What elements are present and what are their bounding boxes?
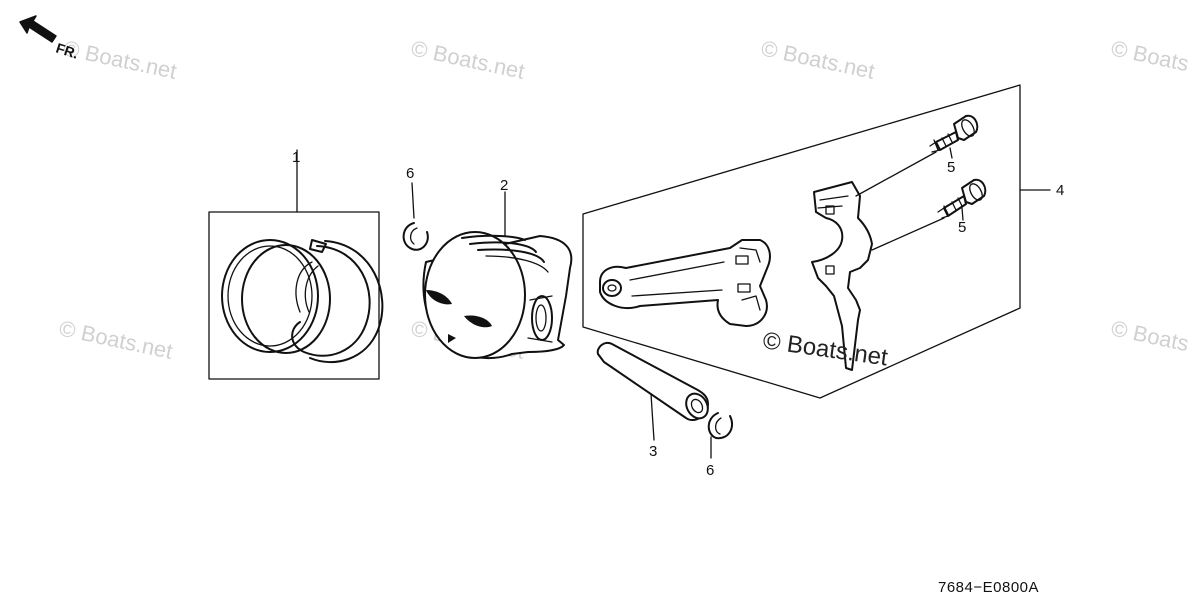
callout-6-lower: 6 (706, 462, 714, 479)
callout-5-lower: 5 (958, 219, 966, 236)
ring-set-box (208, 211, 380, 380)
callout-1: 1 (292, 149, 300, 166)
part-bolt-lower (871, 178, 987, 251)
watermark-3: © Boats.net (759, 35, 877, 83)
watermark-2: © Boats.net (409, 35, 527, 83)
part-connecting-rod (599, 239, 771, 327)
part-piston-ring-set (208, 149, 384, 380)
callout-4: 4 (1056, 182, 1064, 199)
part-connecting-rod-cap (811, 181, 873, 371)
watermark-1: © Boats.net (61, 35, 179, 83)
part-bolt-upper (855, 114, 979, 197)
watermark-main: © Boats.net (761, 327, 890, 371)
callout-labels: 1 2 3 4 5 5 6 6 (292, 149, 1064, 479)
callout-6-upper: 6 (406, 165, 414, 182)
callout-5-upper: 5 (947, 159, 955, 176)
watermark-layer: © Boats.net © Boats.net © Boats.net © Bo… (57, 35, 1191, 363)
callout-3: 3 (649, 443, 657, 460)
callout-2: 2 (500, 177, 508, 194)
watermark-7: © Boats (1109, 315, 1191, 356)
connecting-rod-assembly-outline (582, 84, 1051, 399)
front-label: FR. (54, 40, 80, 62)
watermark-5: © Boats.net (57, 315, 175, 363)
watermark-4: © Boats (1109, 35, 1191, 76)
part-piston-pin (596, 342, 709, 441)
front-arrow-icon (19, 15, 57, 43)
part-piston-pin-clip-upper (402, 182, 429, 251)
part-piston (422, 191, 573, 359)
part-piston-pin-clip-lower (707, 412, 734, 459)
front-direction-indicator: FR. (19, 15, 80, 62)
diagram-code: 7684−E0800A (938, 579, 1039, 596)
